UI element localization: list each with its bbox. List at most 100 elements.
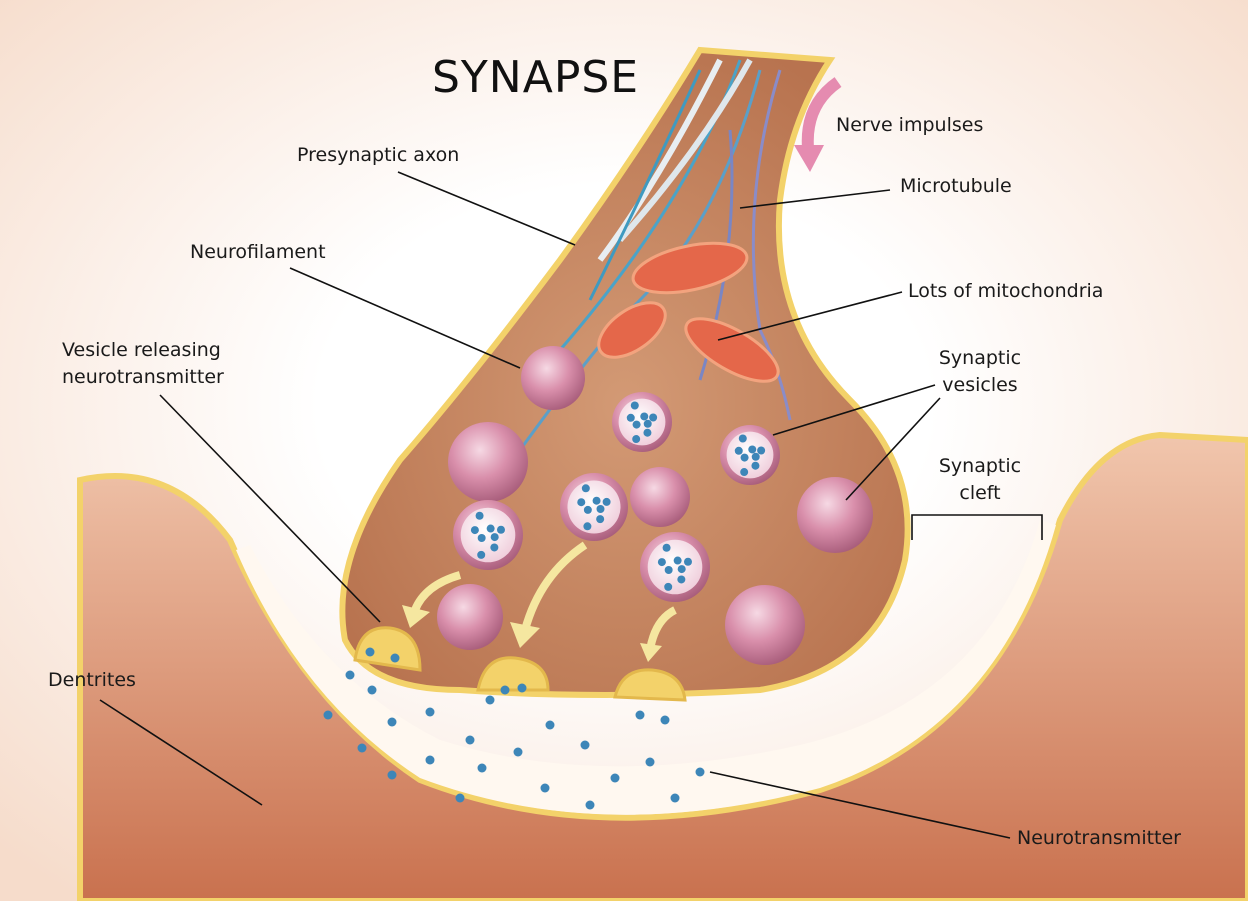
vesicle-neurotransmitter [592, 496, 601, 505]
neurotransmitter-dot [345, 670, 355, 680]
vesicle-neurotransmitter [470, 526, 479, 535]
label-synaptic-vesicles-2: vesicles [942, 374, 1018, 396]
neurotransmitter-dot [477, 763, 487, 773]
neurotransmitter-dot [367, 685, 377, 695]
neurotransmitter-dot [323, 710, 333, 720]
label-mitochondria: Lots of mitochondria [908, 280, 1104, 302]
vesicle-neurotransmitter [490, 533, 499, 542]
vesicle-neurotransmitter [673, 556, 682, 565]
nerve-impulse-arrow-icon [801, 77, 842, 149]
vesicle-neurotransmitter [740, 468, 749, 477]
neurotransmitter-dot [695, 767, 705, 777]
vesicle-neurotransmitter [757, 446, 766, 455]
vesicle-interior [726, 431, 774, 479]
vesicle-interior [647, 539, 703, 595]
vesicle-neurotransmitter [496, 525, 505, 534]
vesicle-neurotransmitter [657, 558, 666, 567]
release-arrow [411, 571, 462, 612]
neurotransmitter-dot [365, 647, 375, 657]
neurotransmitter-dot [425, 707, 435, 717]
neurotransmitter-dot [610, 773, 620, 783]
label-neurotransmitter: Neurotransmitter [1017, 827, 1181, 849]
vesicle-neurotransmitter [649, 413, 658, 422]
vesicle-neurotransmitter [583, 522, 592, 531]
vesicle-interior [567, 480, 621, 534]
neurotransmitter-dots [323, 647, 705, 810]
vesicle-interior [618, 398, 666, 446]
release-arrow [521, 541, 588, 632]
neurotransmitter-dot [357, 743, 367, 753]
vesicle [448, 422, 528, 502]
diagram-title: SYNAPSE [432, 52, 640, 103]
label-vesicle-releasing-1: Vesicle releasing [62, 339, 221, 361]
dendrite-shape [77, 431, 1248, 901]
neurotransmitter-dot [585, 800, 595, 810]
neurotransmitter-dot [540, 783, 550, 793]
neurotransmitter-dot [387, 770, 397, 780]
vesicle [521, 346, 585, 410]
neurotransmitter-dot [500, 685, 510, 695]
vesicle-neurotransmitter [602, 497, 611, 506]
neurotransmitter-dot [387, 717, 397, 727]
synaptic-cleft-space [236, 520, 1056, 815]
arrowhead [510, 622, 540, 648]
label-neurofilament: Neurofilament [190, 241, 326, 263]
vesicle-neurotransmitter [596, 505, 605, 514]
neurotransmitter-dot [517, 683, 527, 693]
vesicle-neurotransmitter [738, 434, 747, 443]
neurotransmitter-dot [485, 695, 495, 705]
vesicle-neurotransmitter [664, 582, 673, 591]
vesicle-neurotransmitter [677, 575, 686, 584]
label-dentrites: Dentrites [48, 669, 136, 691]
vesicle-neurotransmitter [630, 401, 639, 410]
leader-lines [99, 171, 1043, 839]
vesicle-neurotransmitter [583, 505, 592, 514]
neurotransmitter-dot [390, 653, 400, 663]
label-presynaptic-axon: Presynaptic axon [297, 144, 460, 166]
vesicle-neurotransmitter [677, 565, 686, 574]
neurotransmitter-dot [670, 793, 680, 803]
neurotransmitter-dot [425, 755, 435, 765]
neurotransmitter-dot [545, 720, 555, 730]
mitochondria [597, 241, 780, 383]
vesicle-neurotransmitter [662, 543, 671, 552]
nerve-impulse-arrowhead [794, 145, 824, 172]
neurotransmitter-dot [660, 715, 670, 725]
vesicle-neurotransmitter [477, 550, 486, 559]
label-microtubule: Microtubule [900, 175, 1012, 197]
vesicle-neurotransmitter [643, 419, 652, 428]
vesicle-neurotransmitter [740, 453, 749, 462]
vesicle-neurotransmitter [683, 557, 692, 566]
vesicle-neurotransmitter [664, 565, 673, 574]
neurotransmitter-dot [645, 757, 655, 767]
vesicle-neurotransmitter [734, 446, 743, 455]
label-synaptic-cleft-1: Synaptic [938, 455, 1022, 477]
neurotransmitter-dot [465, 735, 475, 745]
vesicle [797, 477, 873, 553]
vesicle-neurotransmitter [751, 452, 760, 461]
vesicle-neurotransmitter [596, 515, 605, 524]
vesicle [437, 584, 503, 650]
vesicle-neurotransmitter [751, 461, 760, 470]
vesicle-neurotransmitter [475, 511, 484, 520]
label-synaptic-cleft-2: cleft [959, 482, 1001, 504]
label-nerve-impulses: Nerve impulses [836, 114, 984, 136]
neurotransmitter-dot [580, 740, 590, 750]
release-sites [353, 626, 687, 702]
vesicle-neurotransmitter [581, 484, 590, 493]
label-synaptic-vesicles-1: Synaptic [938, 347, 1022, 369]
vesicle [725, 585, 805, 665]
label-vesicle-releasing-2: neurotransmitter [62, 366, 224, 388]
neurotransmitter-dot [455, 793, 465, 803]
synaptic-vesicles [437, 346, 873, 665]
vesicle-neurotransmitter [477, 533, 486, 542]
vesicle [630, 467, 690, 527]
neurotransmitter-dot [513, 747, 523, 757]
vesicle-neurotransmitter [640, 412, 649, 421]
vesicle-neurotransmitter [486, 524, 495, 533]
vesicle-neurotransmitter [490, 543, 499, 552]
neurotransmitter-dot [635, 710, 645, 720]
vesicle-neurotransmitter [632, 420, 641, 429]
